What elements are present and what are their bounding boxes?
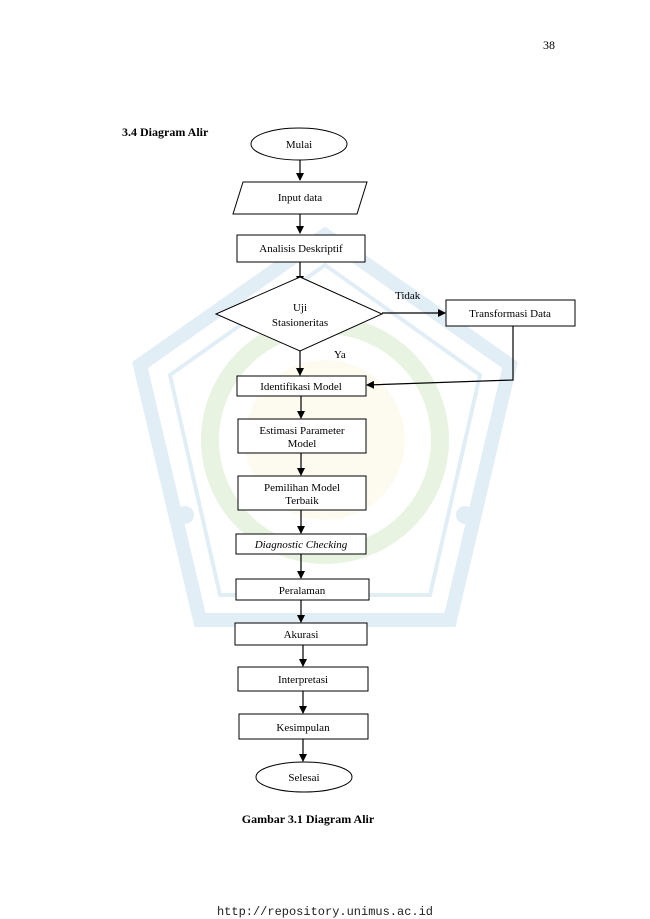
accuracy-box [234, 622, 368, 646]
node-select: Pemilihan Model Terbaik [237, 475, 367, 511]
start-terminator-shape [250, 127, 348, 161]
estimate-label-line2: Model [288, 438, 317, 450]
conclusion-box [238, 713, 369, 740]
node-conclusion: Kesimpulan [238, 713, 369, 740]
node-descriptive: Analisis Deskriptif [236, 234, 366, 263]
diagnostic-label: Diagnostic Checking [254, 539, 348, 551]
interpret-label: Interpretasi [278, 674, 328, 686]
diagnostic-box [235, 533, 367, 555]
node-start: Mulai [250, 127, 348, 161]
descriptive-box [236, 234, 366, 263]
end-terminator-shape [255, 761, 353, 793]
conclusion-label: Kesimpulan [276, 722, 330, 734]
node-forecast: Peralaman [235, 578, 370, 601]
section-heading: 3.4 Diagram Alir [122, 125, 209, 139]
identify-box [236, 375, 367, 397]
accuracy-label: Akurasi [284, 629, 319, 641]
seal-star-right [456, 506, 474, 524]
no-branch-label: Tidak [395, 290, 421, 302]
input-parallelogram-shape [232, 181, 368, 215]
node-accuracy: Akurasi [234, 622, 368, 646]
node-interpret: Interpretasi [237, 666, 369, 692]
estimate-label-line1: Estimasi Parameter [259, 425, 345, 437]
transform-label: Transformasi Data [469, 308, 551, 320]
interpret-box [237, 666, 369, 692]
node-identify: Identifikasi Model [236, 375, 367, 397]
node-end: Selesai [255, 761, 353, 793]
arrow-transform-to-identify [366, 326, 514, 389]
page-number: 38 [543, 38, 555, 52]
input-label: Input data [278, 192, 322, 204]
forecast-box [235, 578, 370, 601]
forecast-label: Peralaman [279, 585, 326, 597]
select-label-line2: Terbaik [285, 495, 319, 507]
node-decision: Uji Stasioneritas [214, 276, 384, 352]
node-diagnostic: Diagnostic Checking [235, 533, 367, 555]
start-label: Mulai [286, 139, 312, 151]
end-label: Selesai [288, 772, 319, 784]
decision-label-line1: Uji [293, 302, 307, 314]
footer-url[interactable]: http://repository.unimus.ac.id [216, 905, 434, 919]
node-estimate: Estimasi Parameter Model [237, 418, 367, 454]
figure-caption: Gambar 3.1 Diagram Alir [241, 812, 375, 826]
descriptive-label: Analisis Deskriptif [259, 243, 343, 255]
estimate-box [237, 418, 367, 454]
transform-box [445, 299, 576, 327]
select-box [237, 475, 367, 511]
decision-diamond-shape [214, 276, 384, 352]
identify-label: Identifikasi Model [260, 381, 342, 393]
seal-outline [132, 226, 518, 627]
connectors [296, 160, 514, 762]
seal-star-left [176, 506, 194, 524]
yes-branch-label: Ya [334, 349, 346, 361]
decision-label-line2: Stasioneritas [272, 317, 328, 329]
select-label-line1: Pemilihan Model [264, 482, 340, 494]
node-input: Input data [232, 181, 368, 215]
node-transform: Transformasi Data [445, 299, 576, 327]
